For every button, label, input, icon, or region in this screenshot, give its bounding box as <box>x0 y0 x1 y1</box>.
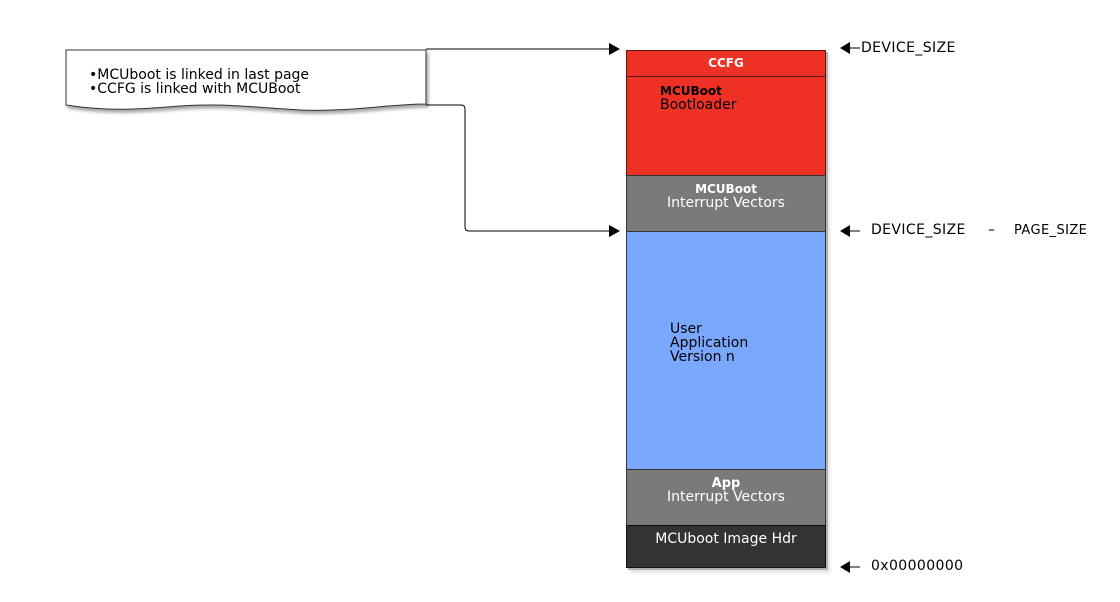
bootloader-subtitle: Bootloader <box>660 97 737 113</box>
address-arrow-page <box>840 225 860 237</box>
address-minus: – <box>988 222 996 238</box>
image-header-block: MCUboot Image Hdr <box>626 525 826 568</box>
mcuboot-vectors-subtitle: Interrupt Vectors <box>667 195 785 211</box>
note-list: MCUboot is linked in last page CCFG is l… <box>89 68 309 96</box>
connector-page-arrowhead <box>609 225 620 237</box>
ccfg-label: CCFG <box>708 56 744 70</box>
ccfg-block: CCFG <box>626 50 826 77</box>
bootloader-title: MCUBoot <box>660 84 722 98</box>
note-line-1: MCUboot is linked in last page <box>89 68 309 82</box>
connector-top-arrowhead <box>609 43 620 55</box>
address-page-size: PAGE_SIZE <box>1014 223 1088 238</box>
app-vectors-subtitle: Interrupt Vectors <box>667 489 785 505</box>
connector-page <box>426 104 610 232</box>
address-device-size-page: DEVICE_SIZE <box>871 222 966 238</box>
note-line-2: CCFG is linked with MCUBoot <box>89 82 309 96</box>
mcuboot-vectors-title: MCUBoot <box>695 182 757 196</box>
address-arrow-bottom <box>840 561 860 573</box>
bootloader-block: MCUBoot Bootloader <box>626 76 826 176</box>
user-app-line-1: User <box>670 321 702 337</box>
user-application-block: User Application Version n <box>626 231 826 470</box>
address-zero: 0x00000000 <box>871 558 964 574</box>
image-header-label: MCUboot Image Hdr <box>655 531 797 547</box>
address-device-size: DEVICE_SIZE <box>861 40 956 56</box>
user-app-line-2: Application <box>670 335 749 351</box>
app-vectors-block: App Interrupt Vectors <box>626 469 826 526</box>
mcuboot-vectors-block: MCUBoot Interrupt Vectors <box>626 175 826 232</box>
address-arrow-top <box>840 42 860 54</box>
app-vectors-title: App <box>711 476 741 491</box>
user-app-line-3: Version n <box>670 349 735 365</box>
